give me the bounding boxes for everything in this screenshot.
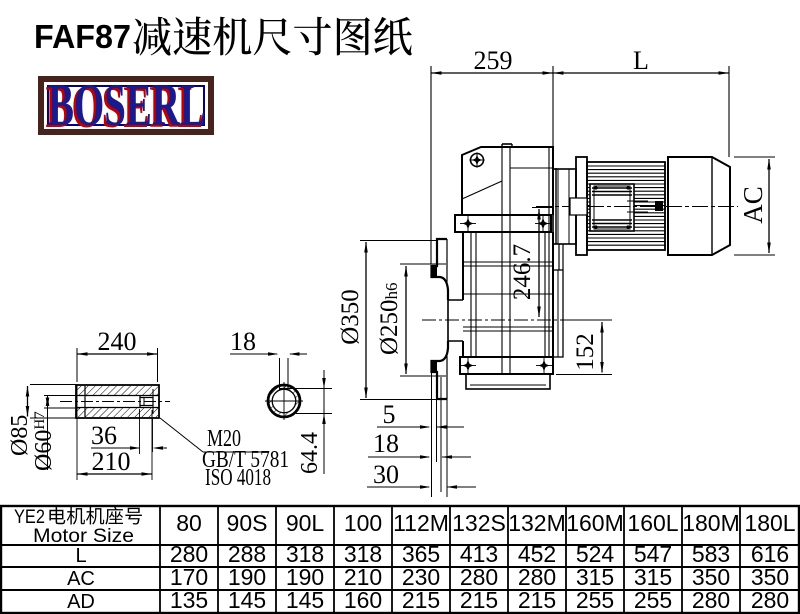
svg-text:Ø250h6: Ø250h6 — [376, 282, 403, 355]
svg-text:Ø60H7: Ø60H7 — [31, 411, 57, 471]
svg-text:190: 190 — [228, 564, 266, 590]
svg-text:170: 170 — [170, 564, 208, 590]
svg-text:547: 547 — [634, 541, 672, 567]
svg-text:240: 240 — [98, 327, 137, 356]
svg-text:Motor Size: Motor Size — [33, 526, 134, 547]
svg-text:152: 152 — [572, 333, 599, 371]
svg-text:315: 315 — [634, 564, 672, 590]
svg-text:AC: AC — [738, 186, 768, 224]
svg-text:452: 452 — [518, 541, 556, 567]
svg-text:160: 160 — [344, 587, 382, 613]
svg-text:AC: AC — [67, 568, 95, 590]
svg-text:280: 280 — [170, 541, 208, 567]
svg-text:AD: AD — [67, 591, 95, 613]
svg-text:524: 524 — [576, 541, 615, 567]
svg-text:255: 255 — [576, 587, 614, 613]
svg-text:30: 30 — [373, 460, 399, 489]
svg-text:583: 583 — [692, 541, 730, 567]
svg-text:288: 288 — [228, 541, 266, 567]
svg-text:18: 18 — [230, 327, 256, 356]
svg-text:318: 318 — [286, 541, 324, 567]
svg-text:132S: 132S — [452, 510, 506, 536]
svg-text:246.7: 246.7 — [509, 244, 536, 300]
svg-text:215: 215 — [460, 587, 498, 613]
svg-text:80: 80 — [176, 510, 202, 536]
svg-text:160L: 160L — [627, 510, 678, 536]
svg-text:180M: 180M — [682, 510, 740, 536]
svg-text:BOSERL: BOSERL — [48, 72, 206, 138]
svg-text:210: 210 — [344, 564, 382, 590]
svg-text:230: 230 — [402, 564, 440, 590]
svg-text:90S: 90S — [227, 510, 268, 536]
svg-text:36: 36 — [91, 421, 117, 450]
svg-text:215: 215 — [518, 587, 556, 613]
svg-text:190: 190 — [286, 564, 324, 590]
svg-text:255: 255 — [634, 587, 672, 613]
svg-text:ISO 4018: ISO 4018 — [205, 465, 271, 491]
svg-text:280: 280 — [751, 587, 789, 613]
svg-text:318: 318 — [344, 541, 382, 567]
svg-text:FAF87: FAF87 — [34, 18, 131, 55]
svg-text:100: 100 — [344, 510, 382, 536]
svg-text:L: L — [633, 46, 649, 75]
svg-text:315: 315 — [576, 564, 614, 590]
svg-text:280: 280 — [518, 564, 556, 590]
svg-text:Ø85: Ø85 — [7, 415, 33, 456]
svg-text:215: 215 — [402, 587, 440, 613]
svg-text:L: L — [75, 545, 86, 567]
svg-text:145: 145 — [286, 587, 324, 613]
svg-text:Ø350: Ø350 — [337, 289, 364, 345]
svg-text:5: 5 — [383, 400, 396, 429]
svg-text:132M: 132M — [508, 510, 566, 536]
svg-text:BOSERL: BOSERL — [46, 74, 204, 140]
svg-text:180L: 180L — [744, 510, 795, 536]
svg-text:18: 18 — [373, 429, 399, 458]
svg-text:90L: 90L — [286, 510, 325, 536]
svg-text:112M: 112M — [393, 510, 449, 536]
svg-text:350: 350 — [692, 564, 730, 590]
svg-text:210: 210 — [92, 447, 131, 476]
svg-text:280: 280 — [460, 564, 498, 590]
svg-text:135: 135 — [170, 587, 208, 613]
svg-text:280: 280 — [692, 587, 730, 613]
svg-text:350: 350 — [751, 564, 789, 590]
svg-text:64.4: 64.4 — [297, 432, 323, 474]
svg-text:413: 413 — [460, 541, 498, 567]
svg-text:145: 145 — [228, 587, 266, 613]
svg-text:GB/T 5781: GB/T 5781 — [202, 447, 289, 473]
svg-text:M20: M20 — [207, 426, 241, 452]
svg-text:616: 616 — [751, 541, 789, 567]
svg-text:365: 365 — [402, 541, 440, 567]
svg-text:160M: 160M — [566, 510, 624, 536]
svg-text:259: 259 — [474, 46, 513, 75]
svg-text:YE2: YE2 — [14, 507, 45, 528]
